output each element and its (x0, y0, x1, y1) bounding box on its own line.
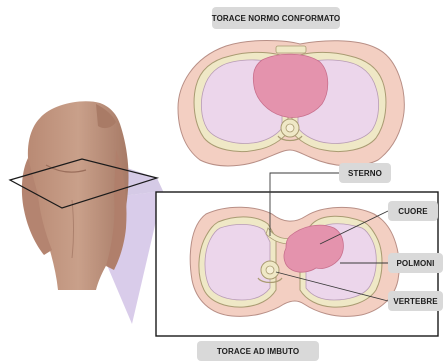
lungs-label: POLMONI (388, 253, 443, 273)
sternum-label: STERNO (339, 163, 391, 183)
title-pectus-chest: TORACE AD IMBUTO (197, 341, 319, 361)
left-lung-pectus (205, 224, 270, 300)
title-normal-chest: TORACE NORMO CONFORMATO (212, 7, 340, 29)
heart-label: CUORE (388, 201, 438, 221)
pectus-chest-section (190, 207, 399, 316)
normal-chest-section (178, 41, 404, 166)
vertebrae-label: VERTEBRE (388, 291, 443, 311)
sternum-top (276, 46, 306, 53)
